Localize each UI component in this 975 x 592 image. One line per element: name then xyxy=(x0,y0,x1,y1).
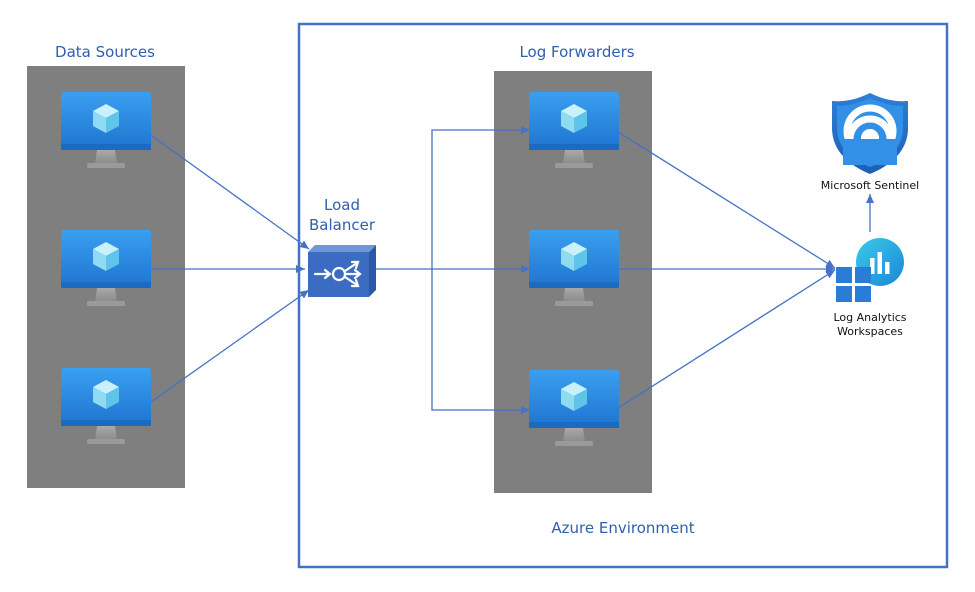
connector-lb-to-forwarder3 xyxy=(431,269,530,414)
log-analytics-workspace-icon xyxy=(836,238,904,302)
connectors xyxy=(147,126,874,414)
log-analytics-label-line2: Workspaces xyxy=(837,325,903,338)
azure-environment-label: Azure Environment xyxy=(551,519,694,537)
microsoft-sentinel-label: Microsoft Sentinel xyxy=(821,179,919,192)
log-analytics-label-line1: Log Analytics xyxy=(833,311,906,324)
data-sources-label: Data Sources xyxy=(55,43,155,61)
load-balancer-icon xyxy=(308,245,376,297)
connector-forwarder3-to-la xyxy=(614,269,836,411)
connector-source3-to-lb xyxy=(147,289,310,405)
load-balancer-label-line2: Balancer xyxy=(309,216,376,234)
connector-source1-to-lb xyxy=(147,132,310,250)
log-forwarders-label: Log Forwarders xyxy=(519,43,634,61)
connector-forwarder1-to-la xyxy=(614,129,836,269)
load-balancer-label-line1: Load xyxy=(324,196,360,214)
connector-lb-to-forwarder1 xyxy=(431,126,530,269)
azure-environment-frame xyxy=(297,22,949,569)
microsoft-sentinel-icon xyxy=(832,93,908,174)
